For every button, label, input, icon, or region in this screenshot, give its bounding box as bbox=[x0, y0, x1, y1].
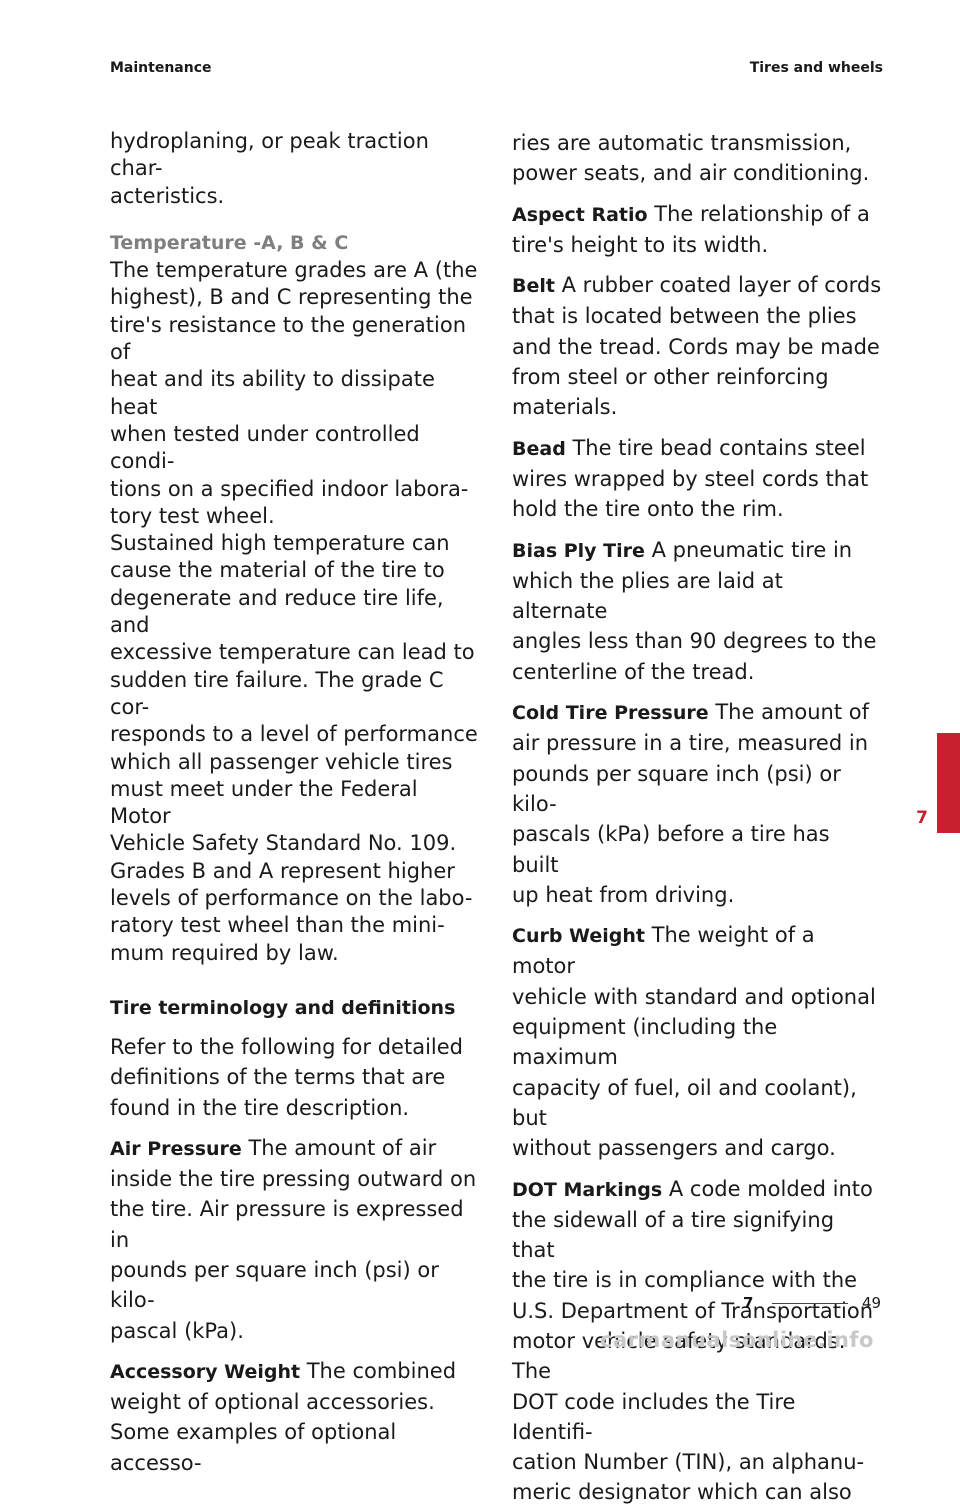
footer-divider bbox=[772, 1303, 848, 1304]
temperature-paragraph-2: Sustained high temperature can cause the… bbox=[110, 531, 478, 965]
definition-term: Bias Ply Tire bbox=[512, 539, 645, 562]
definition-text: The weight of a motor vehicle with stand… bbox=[512, 923, 876, 1161]
definition-curb-weight: Curb Weight The weight of a motor vehicl… bbox=[512, 920, 882, 1163]
temperature-paragraph-1: The temperature grades are A (the highes… bbox=[110, 258, 478, 528]
terminology-intro: Refer to the following for detailed defi… bbox=[110, 1034, 463, 1120]
definition-term: Bead bbox=[512, 437, 566, 460]
definition-text: The amount of air inside the tire pressi… bbox=[110, 1135, 477, 1343]
definition-cold-tire-pressure: Cold Tire Pressure The amount of air pre… bbox=[512, 697, 882, 910]
definition-air-pressure: Air Pressure The amount of air inside th… bbox=[110, 1133, 480, 1346]
right-column: ries are automatic transmission, power s… bbox=[512, 128, 882, 1508]
continuation-text: ries are automatic transmission, power s… bbox=[512, 131, 870, 186]
definition-term: Cold Tire Pressure bbox=[512, 702, 709, 725]
definition-aspect-ratio: Aspect Ratio The relationship of a tire'… bbox=[512, 199, 882, 261]
terminology-heading: Tire terminology and definitions bbox=[110, 996, 456, 1019]
temperature-heading: Temperature -A, B & C bbox=[110, 231, 349, 254]
definition-belt: Belt A rubber coated layer of cords that… bbox=[512, 270, 882, 422]
definition-term: Accessory Weight bbox=[110, 1360, 301, 1383]
footer-page-number: 49 bbox=[862, 1294, 882, 1312]
footer-chapter-number: 7 bbox=[743, 1294, 754, 1312]
definition-bead: Bead The tire bead contains steel wires … bbox=[512, 433, 882, 525]
continuation-text: hydroplaning, or peak traction char- act… bbox=[110, 129, 429, 208]
chapter-tab-number: 7 bbox=[916, 808, 928, 828]
definition-accessory-weight: Accessory Weight The combined weight of … bbox=[110, 1356, 480, 1478]
definition-term: Belt bbox=[512, 275, 555, 298]
definition-text: A rubber coated layer of cords that is l… bbox=[512, 273, 882, 420]
definition-term: DOT Markings bbox=[512, 1178, 663, 1201]
chapter-side-tab[interactable] bbox=[937, 733, 960, 833]
left-column: hydroplaning, or peak traction char- act… bbox=[110, 128, 480, 1478]
definition-term: Aspect Ratio bbox=[512, 203, 648, 226]
definition-term: Air Pressure bbox=[110, 1137, 242, 1160]
watermark-text: carmanualsonline.info bbox=[600, 1328, 874, 1352]
header-section-title: Maintenance bbox=[110, 60, 212, 76]
definition-bias-ply-tire: Bias Ply Tire A pneumatic tire in which … bbox=[512, 535, 882, 687]
header-chapter-title: Tires and wheels bbox=[749, 60, 883, 76]
definition-text: The relationship of a tire's height to i… bbox=[512, 201, 870, 257]
definition-term: Curb Weight bbox=[512, 925, 645, 948]
definition-text: The tire bead contains steel wires wrapp… bbox=[512, 435, 869, 522]
definition-text: The amount of air pressure in a tire, me… bbox=[512, 700, 870, 907]
definition-text: A pneumatic tire in which the plies are … bbox=[512, 537, 877, 684]
